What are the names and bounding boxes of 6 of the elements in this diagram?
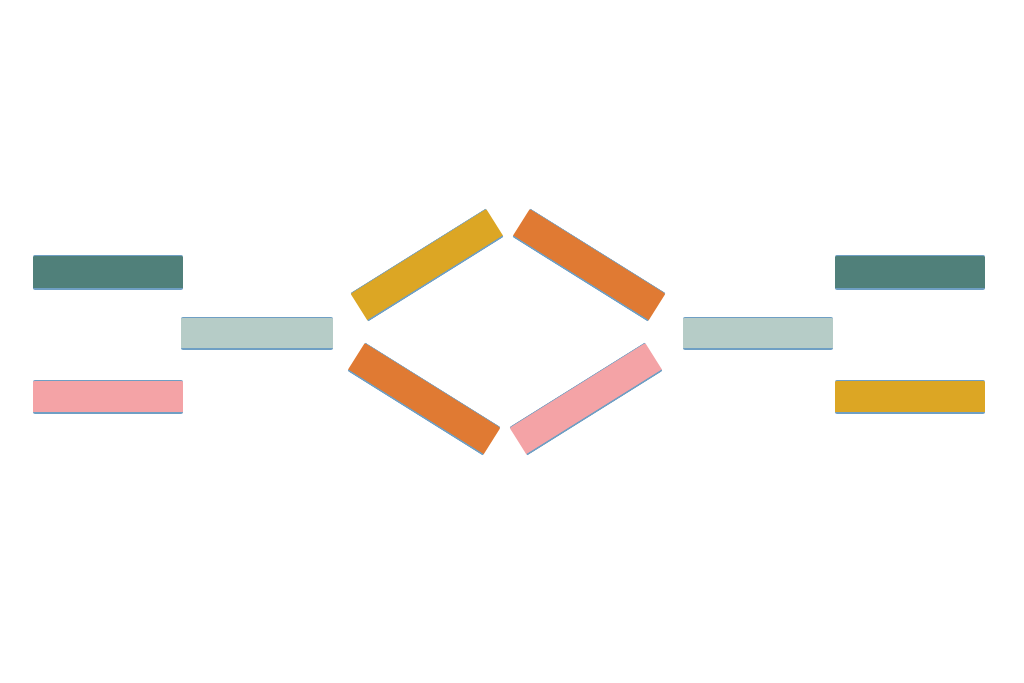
bar [835,380,985,414]
bar [33,255,183,290]
bar [835,255,985,290]
bar [181,317,333,350]
bar [683,317,833,350]
bar [33,380,183,414]
